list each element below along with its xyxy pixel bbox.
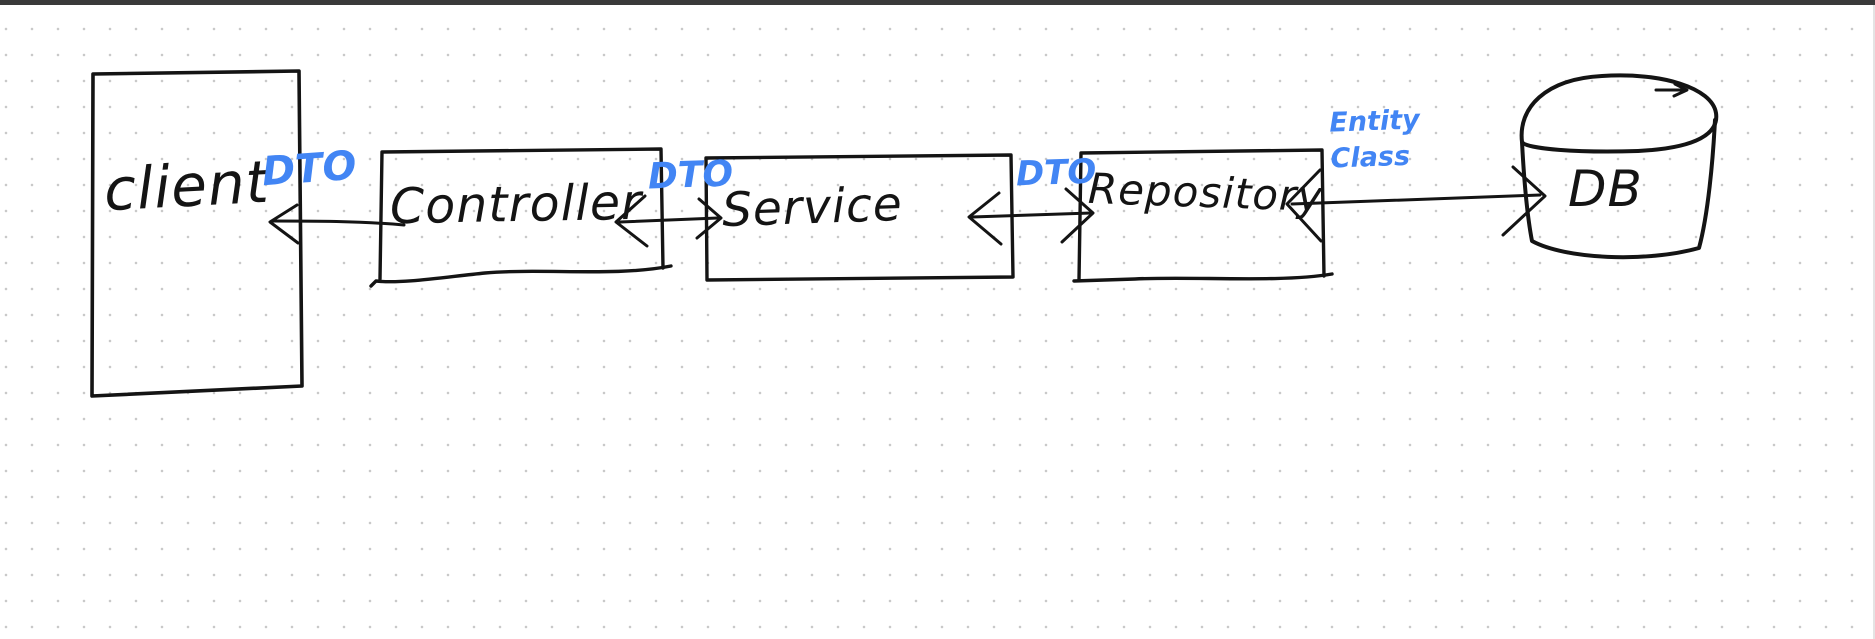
edge-label-entity-class-line1: Entity — [1328, 104, 1421, 139]
node-controller-label[interactable]: Controller — [389, 173, 643, 236]
node-repository-shape[interactable] — [1072, 148, 1334, 283]
edge-label-dto-service-repository[interactable]: DTO — [1015, 151, 1098, 195]
node-client-shape[interactable] — [90, 69, 304, 398]
arrow-controller-service[interactable] — [614, 194, 723, 248]
arrow-repository-db[interactable] — [1285, 165, 1547, 243]
node-client-label[interactable]: client — [102, 147, 271, 225]
node-controller-shape[interactable] — [369, 147, 673, 288]
edge-label-entity-class[interactable]: Entity Class — [1329, 102, 1422, 178]
node-service-shape[interactable] — [704, 153, 1015, 282]
node-service-label[interactable]: Service — [721, 176, 904, 239]
node-repository-label[interactable]: Repository — [1087, 163, 1325, 222]
node-db-shape[interactable] — [1519, 73, 1719, 260]
node-db-label[interactable]: DB — [1568, 160, 1643, 218]
window-top-edge-bar — [0, 0, 1875, 5]
arrow-controller-to-client[interactable] — [268, 203, 406, 245]
arrow-service-repository[interactable] — [967, 187, 1095, 246]
edge-label-dto-controller-service[interactable]: DTO — [647, 153, 734, 198]
edge-label-dto-client-controller[interactable]: DTO — [260, 142, 358, 196]
canvas-right-edge-line — [1873, 5, 1875, 639]
edge-label-entity-class-line2: Class — [1330, 141, 1411, 175]
